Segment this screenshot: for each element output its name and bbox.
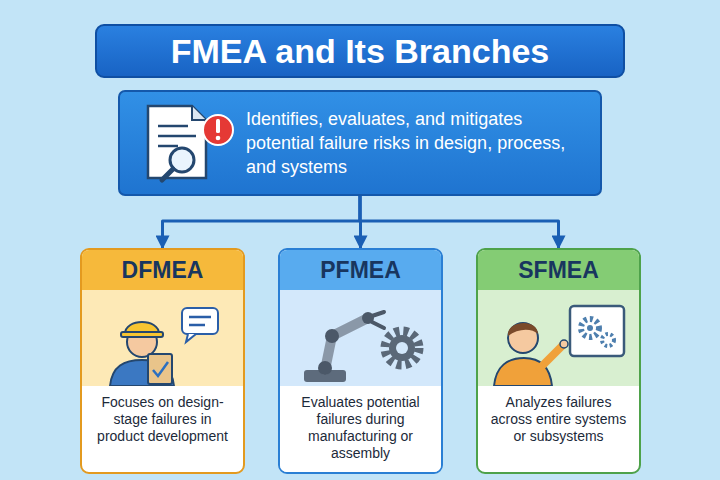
document-icon	[126, 98, 246, 188]
engineer-illustration	[82, 290, 243, 386]
title-text: FMEA and Its Branches	[171, 32, 549, 71]
branch-arrow	[360, 196, 559, 248]
branch-card: PFMEA Evaluates potential failures durin…	[278, 248, 443, 474]
card-title: SFMEA	[478, 250, 639, 290]
branch-arrow	[163, 196, 361, 248]
title-banner: FMEA and Its Branches	[95, 24, 625, 78]
branch-card: DFMEA Focuses on design-stage failures i…	[80, 248, 245, 474]
robot-arm-illustration	[280, 290, 441, 386]
card-description: Focuses on design-stage failures in prod…	[82, 386, 243, 455]
description-text: Identifies, evaluates, and mitigates pot…	[246, 107, 586, 179]
card-title: PFMEA	[280, 250, 441, 290]
card-description: Analyzes failures across entire systems …	[478, 386, 639, 455]
document-icon	[148, 106, 233, 180]
robot-arm-illustration	[280, 290, 441, 386]
description-box: Identifies, evaluates, and mitigates pot…	[118, 90, 602, 196]
presenter-illustration	[478, 290, 639, 386]
card-title: DFMEA	[82, 250, 243, 290]
card-description: Evaluates potential failures during manu…	[280, 386, 441, 472]
branch-card: SFMEA Analyzes failures across entire sy…	[476, 248, 641, 474]
engineer-illustration	[82, 290, 243, 386]
presenter-illustration	[478, 290, 639, 386]
